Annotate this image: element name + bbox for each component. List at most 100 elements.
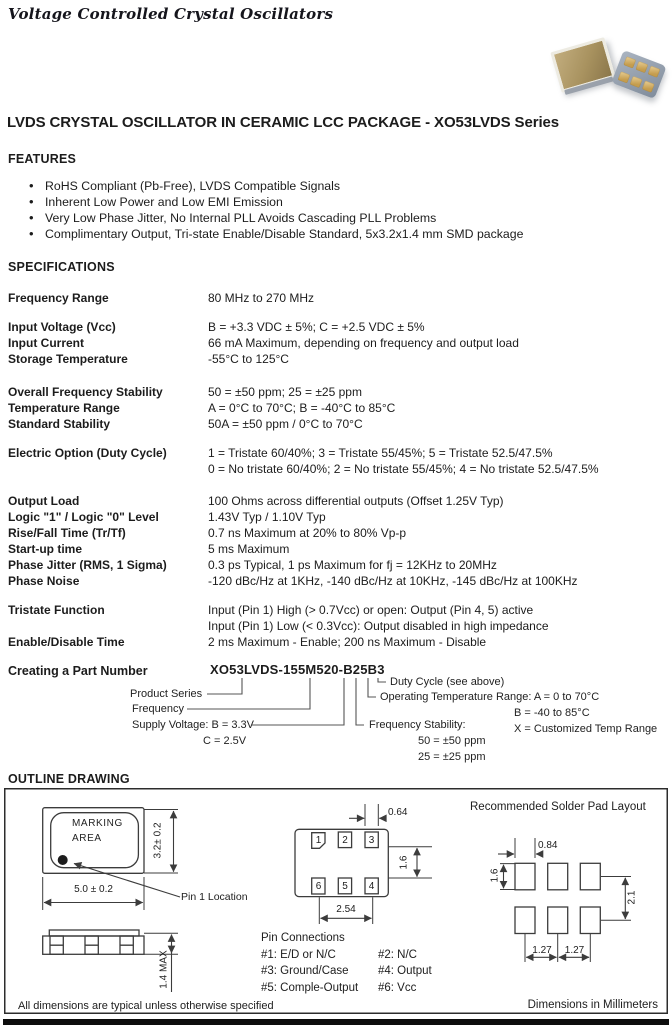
spec-value: 0.7 ns Maximum at 20% to 80% Vp-p [208,526,407,540]
pin-connection-6: #6: Vcc [378,981,417,994]
part-number-diagram: Creating a Part Number XO53LVDS-155M520-… [0,656,672,770]
dim-pad-height-1p6: 1.6 [489,868,500,883]
spec-value: 1 = Tristate 60/40%; 3 = Tristate 55/45%… [208,446,553,460]
dim-height-1p4max: 1.4 MAX [158,950,170,989]
spec-row: Storage Temperature-55°C to 125°C [8,353,670,366]
spec-row: 0 = No tristate 60/40%; 2 = No tristate … [8,463,670,476]
spec-value: Input (Pin 1) High (> 0.7Vcc) or open: O… [208,603,534,617]
pn-label-duty-cycle: Duty Cycle (see above) [390,675,505,688]
pn-label-supply-voltage-b: Supply Voltage: B = 3.3V [132,718,255,731]
spec-label: Temperature Range [8,401,120,415]
dim-col-pitch-left-1p27: 1.27 [532,945,552,956]
chip-pad [635,61,649,74]
page-bottom-rule [3,1019,669,1025]
spec-row: Electric Option (Duty Cycle) 1 = Tristate… [8,447,670,460]
chip-pad [647,65,661,78]
part-number-callout-lines [187,678,386,726]
spec-row: Tristate Function Input (Pin 1) High (> 0… [8,604,670,617]
pin-connections-heading: Pin Connections [261,932,345,944]
spec-value: B = +3.3 VDC ± 5%; C = +2.5 VDC ± 5% [208,320,425,334]
features-list: RoHS Compliant (Pb-Free), LVDS Compatibl… [28,178,648,242]
feature-item: RoHS Compliant (Pb-Free), LVDS Compatibl… [28,178,648,194]
outline-footer-right: Dimensions in Millimeters [527,999,658,1011]
doc-title: Voltage Controlled Crystal Oscillators [8,5,334,23]
pin-number-2: 2 [342,834,348,846]
pin-connection-3: #3: Ground/Case [261,965,349,977]
chip-pad [629,75,643,88]
chip-photo-bottom-view [611,49,667,100]
spec-row: Overall Frequency Stability 50 = ±50 ppm;… [8,386,670,399]
spec-label: Standard Stability [8,417,111,431]
pn-label-op-temp-x: X = Customized Temp Range [514,722,658,735]
spec-value: Input (Pin 1) Low (< 0.3Vcc): Output dis… [208,619,549,633]
chip-pad [623,56,637,69]
spec-label: Enable/Disable Time [8,635,125,649]
product-title: LVDS CRYSTAL OSCILLATOR IN CERAMIC LCC P… [7,114,559,131]
spec-label [8,620,208,633]
spec-row: Input (Pin 1) Low (< 0.3Vcc): Output dis… [8,620,670,633]
outline-drawing-linework [4,788,668,1014]
spec-value: 100 Ohms across differential outputs (Of… [208,494,504,508]
specifications-heading: SPECIFICATIONS [8,260,115,274]
dim-pad-width-0p64: 0.64 [388,806,408,818]
spec-row: Temperature Range A = 0°C to 70°C; B = -4… [8,402,670,415]
spec-label: Phase Jitter (RMS, 1 Sigma) [8,558,167,572]
dim-width-5p0: 5.0 ± 0.2 [74,884,113,895]
spec-value: 2 ms Maximum - Enable; 200 ns Maximum - … [208,635,487,649]
pn-label-supply-voltage-c: C = 2.5V [203,735,247,747]
feature-item: Very Low Phase Jitter, No Internal PLL A… [28,210,648,226]
feature-item: Complimentary Output, Tri-state Enable/D… [28,226,648,242]
spec-label: Input Current [8,336,84,350]
part-number-heading: Creating a Part Number [8,664,148,678]
chip-edge [564,76,614,95]
pin-number-3: 3 [368,834,375,846]
pn-label-freq-stability: Frequency Stability: [369,718,466,731]
dim-height-3p2: 3.2± 0.2 [152,822,164,859]
pn-label-freq-stability-50: 50 = ±50 ppm [418,734,486,747]
spec-label: Tristate Function [8,603,105,617]
spec-label: Overall Frequency Stability [8,385,163,399]
spec-value: A = 0°C to 70°C; B = -40°C to 85°C [208,401,396,415]
feature-item: Inherent Low Power and Low EMI Emission [28,194,648,210]
spec-row: Input Voltage (Vcc) B = +3.3 VDC ± 5%; C … [8,321,670,334]
outline-drawing-box: MARKING AREA 3.2± 0.2 5.0 ± 0.2 Pin 1 Lo… [4,788,668,1014]
dim-row-gap-1p6: 1.6 [398,855,409,870]
solder-pad-layout-title: Recommended Solder Pad Layout [470,801,646,813]
spec-label: Phase Noise [8,574,80,588]
pin-number-6: 6 [315,881,322,892]
dim-pad-width-0p84: 0.84 [538,840,558,851]
spec-label: Input Voltage (Vcc) [8,320,116,334]
spec-value: 0 = No tristate 60/40%; 2 = No tristate … [208,462,599,476]
spec-label: Electric Option (Duty Cycle) [8,446,167,460]
pin-connection-4: #4: Output [378,965,432,977]
outline-drawing-heading: OUTLINE DRAWING [8,772,130,786]
spec-row: Phase Jitter (RMS, 1 Sigma) 0.3 ps Typica… [8,559,670,572]
chip-photo-top-view [550,37,616,95]
marking-area-line2: AREA [72,833,102,844]
pin-number-5: 5 [342,881,348,892]
marking-area-line1: MARKING [72,818,123,829]
pin1-dot [57,855,68,865]
spec-row: Rise/Fall Time (Tr/Tf) 0.7 ns Maximum at … [8,527,670,540]
dim-row-pitch-2p1: 2.1 [626,890,638,905]
spec-row: Phase Noise-120 dBc/Hz at 1KHz, -140 dBc… [8,575,670,588]
spec-label: Rise/Fall Time (Tr/Tf) [8,526,126,540]
chip-pad [641,80,655,93]
pn-label-op-temp-b: B = -40 to 85°C [514,706,590,719]
spec-label [8,463,208,476]
dim-col-pitch-right-1p27: 1.27 [564,945,585,956]
spec-value: -55°C to 125°C [208,352,289,366]
spec-value: 50 = ±50 ppm; 25 = ±25 ppm [208,385,362,399]
spec-value: 5 ms Maximum [208,542,290,556]
pin-connection-1: #1: E/D or N/C [261,948,336,961]
spec-value: 0.3 ps Typical, 1 ps Maximum for fj = 12… [208,558,497,572]
pn-label-freq-stability-25: 25 = ±25 ppm [418,750,486,763]
dim-pitch-2p54: 2.54 [336,904,356,915]
pn-label-frequency: Frequency [132,702,184,715]
features-heading: FEATURES [8,152,77,166]
pn-label-op-temp-a: Operating Temperature Range: A = 0 to 70… [380,690,600,703]
spec-label: Start-up time [8,542,83,556]
